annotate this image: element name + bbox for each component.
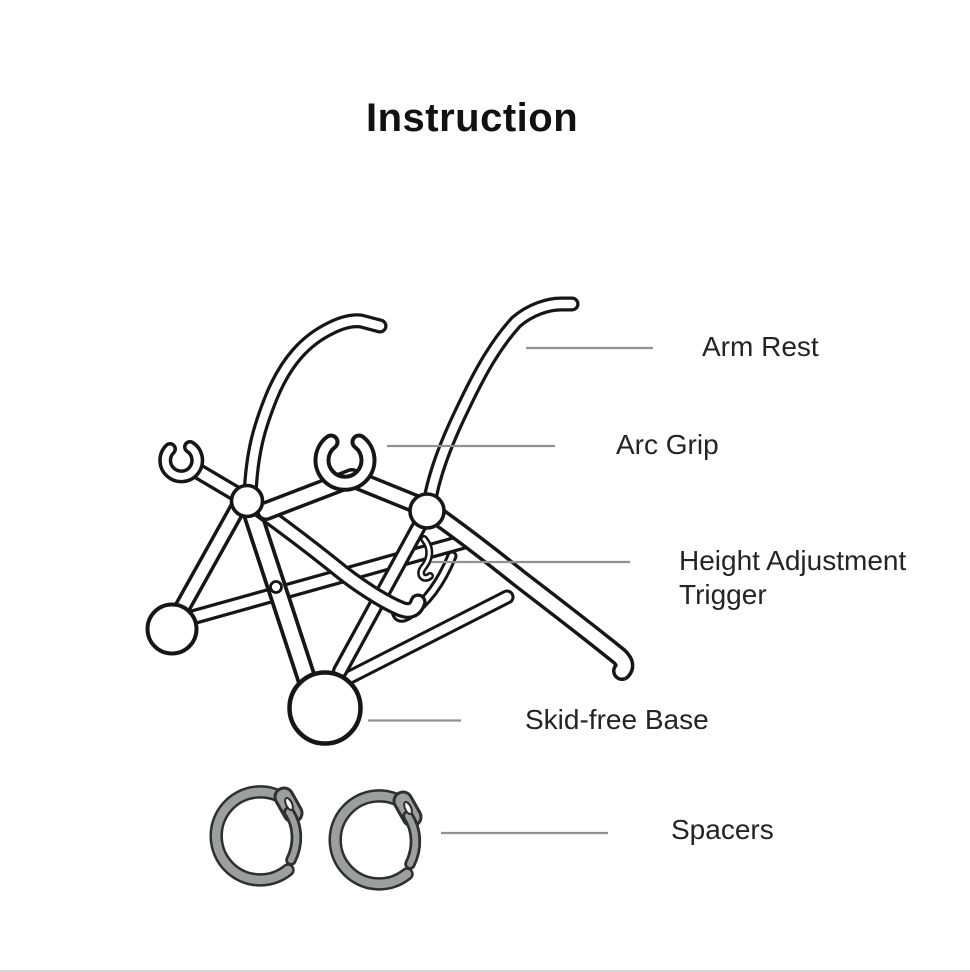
spacer-slot-hole xyxy=(284,796,294,812)
arm-rest-drawing xyxy=(250,304,572,512)
left-foot-circle xyxy=(145,602,199,656)
spacer-slot-hole xyxy=(403,800,413,816)
spacer-left xyxy=(216,792,296,880)
label-arm-rest: Arm Rest xyxy=(702,331,819,362)
skid-free-base-drawing xyxy=(145,602,363,746)
leader-lines xyxy=(368,346,653,835)
spacer-right xyxy=(335,796,415,884)
bottom-edge-line xyxy=(0,970,970,972)
arc-grip-drawing xyxy=(165,442,368,483)
label-height-adjustment-trigger: Height Adjustment Trigger xyxy=(679,545,907,610)
spacers-drawing xyxy=(216,792,415,884)
page-title: Instruction xyxy=(366,96,579,140)
laptop-stand-drawing xyxy=(145,304,625,746)
label-spacers: Spacers xyxy=(671,814,774,845)
base-foot-circle xyxy=(287,670,363,746)
label-skid-free-base: Skid-free Base xyxy=(525,704,709,735)
pivot-joints-drawing xyxy=(229,483,446,594)
label-arc-grip: Arc Grip xyxy=(616,429,719,460)
